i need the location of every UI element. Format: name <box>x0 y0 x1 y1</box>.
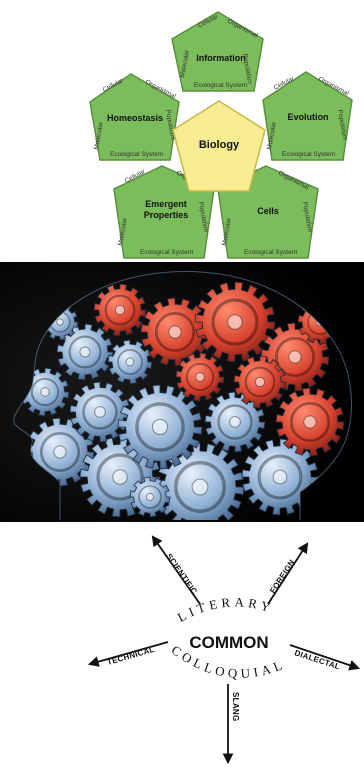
center-biology: Biology <box>199 139 240 151</box>
edge-ecological: Ecological System <box>110 151 163 158</box>
gear-15 <box>93 283 147 337</box>
gears-head-icon <box>0 262 364 522</box>
gear-13 <box>194 281 276 363</box>
pentagon-evolution: Evolution Cellular Organismal Population… <box>262 71 353 161</box>
topic-homeostasis: Homeostasis <box>107 113 163 123</box>
label-technical: TECHNICAL <box>106 645 156 667</box>
arrow-foreign <box>267 542 309 605</box>
topic-cells: Cells <box>257 206 279 216</box>
gear-7 <box>117 384 203 470</box>
arrow-technical <box>87 641 169 667</box>
label-foreign: FOREIGN <box>268 558 297 595</box>
gears-head-image <box>0 262 364 522</box>
gear-9 <box>275 387 345 457</box>
edge-ecological: Ecological System <box>194 82 247 89</box>
label-scientific: SCIENTIFIC <box>164 552 199 596</box>
edge-molecular: Molecular <box>221 217 233 247</box>
language-register-diagram: SCIENTIFIC FOREIGN TECHNICAL DIALECTAL S… <box>0 522 364 771</box>
gear-6 <box>69 381 131 443</box>
label-slang: SLANG <box>231 692 240 722</box>
edge-molecular: Molecular <box>117 217 129 247</box>
edge-molecular: Molecular <box>93 121 105 151</box>
pentagon-biology-center: Biology <box>172 100 266 192</box>
edge-molecular: Molecular <box>179 49 191 79</box>
gear-8 <box>204 391 266 453</box>
gear-17 <box>175 352 225 402</box>
edge-ecological: Ecological System <box>282 151 335 158</box>
biology-pentagon-svg: Information Cellular Organismal Populati… <box>89 11 353 259</box>
arrow-dialectal <box>289 644 361 671</box>
language-star-svg: SCIENTIFIC FOREIGN TECHNICAL DIALECTAL S… <box>87 535 361 765</box>
label-literary: LITERARY <box>175 594 276 625</box>
gear-16 <box>233 355 287 409</box>
gear-20 <box>129 476 171 518</box>
topic-emergent-line1: Emergent <box>145 199 187 209</box>
edge-ecological: Ecological System <box>244 249 297 256</box>
pentagon-homeostasis: Homeostasis Cellular Organismal Populati… <box>89 73 180 161</box>
arrow-scientific <box>151 535 201 605</box>
topic-emergent-line2: Properties <box>144 210 189 220</box>
gear-11 <box>107 339 153 385</box>
gear-10 <box>56 323 114 381</box>
label-dialectal: DIALECTAL <box>293 648 341 671</box>
biology-concept-diagram: Information Cellular Organismal Populati… <box>0 0 364 262</box>
pentagon-information: Information Cellular Organismal Populati… <box>171 11 264 92</box>
edge-molecular: Molecular <box>266 121 278 151</box>
topic-information: Information <box>196 53 246 63</box>
gear-4 <box>241 438 319 516</box>
edge-ecological: Ecological System <box>140 249 193 256</box>
topic-evolution: Evolution <box>288 112 329 122</box>
gears-cluster <box>20 281 345 521</box>
label-common: COMMON <box>189 633 268 652</box>
